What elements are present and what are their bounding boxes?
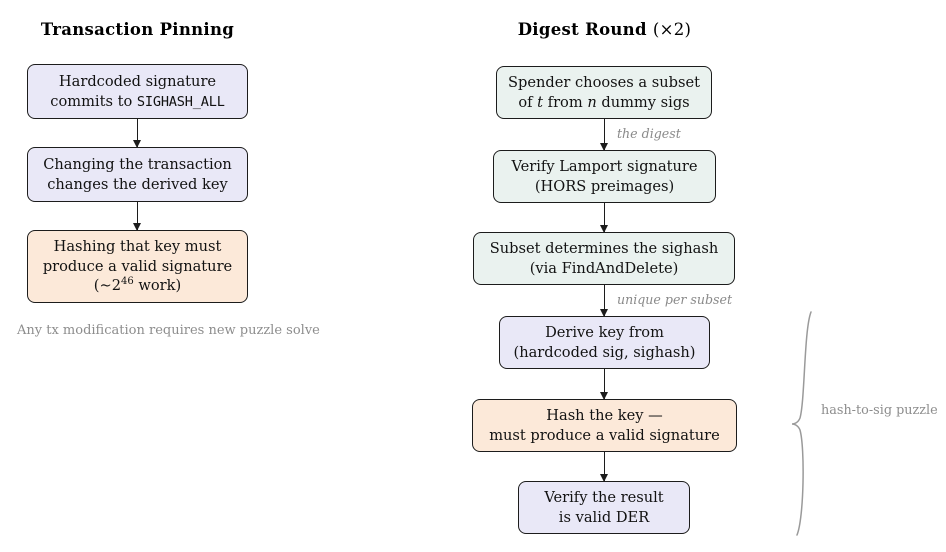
left-column-title-text: Transaction Pinning: [40, 20, 235, 39]
subset-text-c: dummy sigs: [596, 93, 690, 111]
node-line-2: must produce a valid signature: [489, 426, 720, 444]
left-column-caption: Any tx modification requires new puzzle …: [17, 322, 320, 341]
edge-label-text: the digest: [617, 126, 681, 141]
node-line-2: commits to SIGHASH_ALL: [50, 92, 225, 111]
caption-line-1: Any tx modification: [17, 323, 145, 338]
work-exponent: 46: [121, 276, 134, 288]
arrow-right-1-to-2: [603, 119, 606, 150]
node-line-2: produce a valid signature: [42, 257, 233, 275]
brace-annotation: hash-to-sig puzzle: [821, 402, 938, 420]
subset-text-a: of: [518, 93, 538, 111]
node-line-2: is valid DER: [558, 508, 650, 526]
arrow-right-3-to-4: [603, 285, 606, 316]
edge-label-text: unique per subset: [617, 292, 733, 307]
node-hashing-that-key: Hashing that key must produce a valid si…: [27, 230, 248, 303]
node-line-2: changes the derived key: [47, 175, 228, 193]
brace-annotation-line-2: puzzle: [896, 403, 938, 418]
node-line-1: Hashing that key must: [53, 238, 222, 256]
node-line-1: Derive key from: [545, 324, 664, 342]
right-column-title-multiplier: (×2): [652, 20, 692, 39]
var-n: n: [587, 93, 597, 111]
node-line-2: (HORS preimages): [534, 177, 675, 195]
node-verify-lamport-signature: Verify Lamport signature (HORS preimages…: [493, 150, 716, 203]
arrow-left-1-to-2: [136, 119, 139, 147]
node-line-2: (via FindAndDelete): [529, 259, 679, 277]
node-line-2: of t from n dummy sigs: [518, 93, 689, 112]
caption-line-2: requires new puzzle solve: [148, 323, 320, 338]
node-line-1: Changing the transaction: [43, 156, 232, 174]
node-line-2-prefix: commits to: [50, 92, 137, 110]
work-prefix: (∼2: [93, 277, 122, 295]
node-spender-chooses-subset: Spender chooses a subset of t from n dum…: [496, 66, 712, 119]
node-line-1: Verify Lamport signature: [511, 158, 698, 176]
node-line-1: Subset determines the sighash: [489, 240, 719, 258]
node-line-3: (∼246 work): [94, 276, 181, 295]
node-hash-the-key: Hash the key — must produce a valid sign…: [472, 399, 737, 452]
node-line-1: Hash the key —: [546, 407, 663, 425]
node-subset-determines-sighash: Subset determines the sighash (via FindA…: [473, 232, 735, 285]
node-line-2: (hardcoded sig, sighash): [513, 343, 696, 361]
right-column-title-text: Digest Round: [517, 20, 647, 39]
node-line-1: Spender chooses a subset: [508, 74, 700, 92]
node-hardcoded-signature: Hardcoded signature commits to SIGHASH_A…: [27, 64, 248, 119]
subset-text-b: from: [543, 93, 588, 111]
arrow-right-5-to-6: [603, 452, 606, 481]
node-verify-der: Verify the result is valid DER: [518, 481, 690, 534]
node-line-1: Verify the result: [544, 489, 664, 507]
node-line-1: Hardcoded signature: [58, 73, 217, 91]
edge-label-unique-per-subset: unique per subset: [617, 292, 732, 307]
edge-label-the-digest: the digest: [617, 126, 681, 141]
work-suffix: work): [133, 277, 182, 295]
arrow-right-2-to-3: [603, 203, 606, 232]
arrow-right-4-to-5: [603, 369, 606, 399]
brace-annotation-line-1: hash-to-sig: [821, 403, 893, 418]
sighash-all-code: SIGHASH_ALL: [136, 93, 225, 110]
var-t: t: [537, 93, 544, 111]
node-derive-key: Derive key from (hardcoded sig, sighash): [499, 316, 710, 369]
grouping-brace-icon: [791, 311, 812, 536]
arrow-left-2-to-3: [136, 202, 139, 230]
right-column-title: Digest Round (×2): [494, 20, 715, 39]
node-changing-transaction: Changing the transaction changes the der…: [27, 147, 248, 202]
left-column-title: Transaction Pinning: [27, 20, 248, 39]
